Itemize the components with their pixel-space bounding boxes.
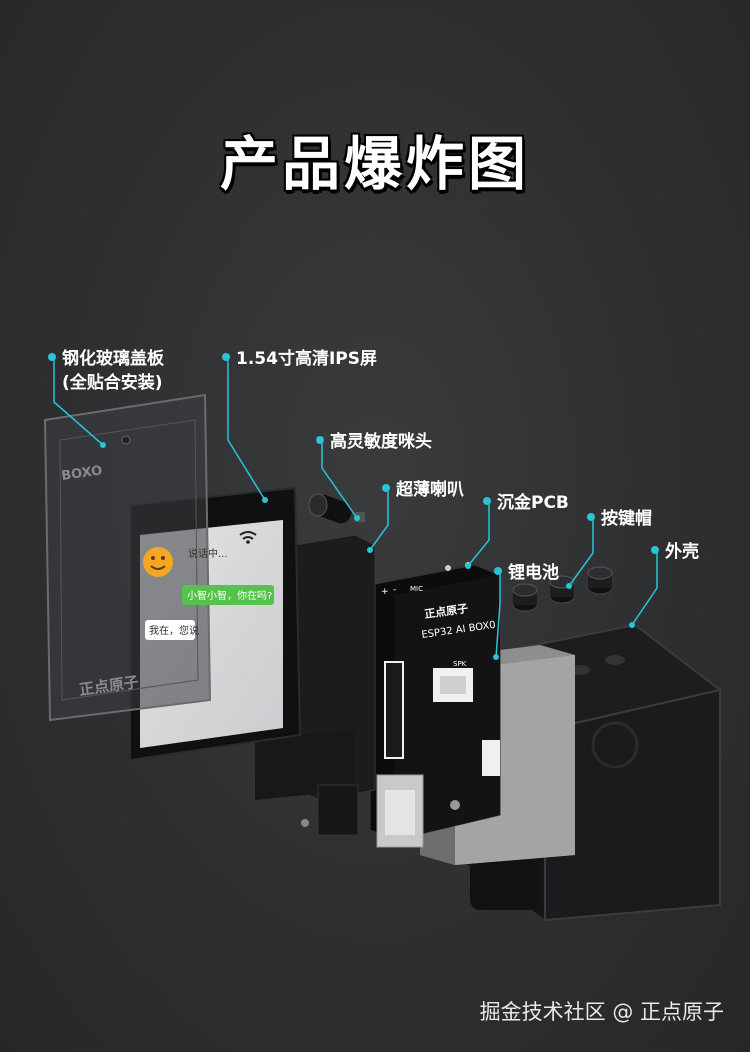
label-glass-sub: (全贴合安装) [62, 373, 163, 393]
label-pcb-text: 沉金PCB [497, 493, 569, 513]
pcb-part [369, 562, 501, 848]
label-dot-icon [382, 484, 390, 492]
label-shell: 外壳 [651, 537, 699, 562]
leader-lines [53, 355, 658, 658]
page-title: 产品爆炸图 [219, 129, 530, 198]
label-battery: 锂电池 [494, 558, 559, 583]
chat-bubble-bot: 我在，您说 [149, 624, 199, 637]
pcb-plus-text: + [381, 587, 389, 597]
label-speaker-text: 超薄喇叭 [396, 480, 464, 500]
label-dot-icon [651, 546, 659, 554]
label-mic: 高灵敏度咪头 [316, 427, 432, 452]
watermark: 掘金技术社区 @ 正点原子 [479, 1000, 724, 1024]
label-dot-icon [222, 353, 230, 361]
chat-bubble-user: 小智小智，你在吗? [187, 589, 272, 602]
label-buttons: 按键帽 [587, 504, 652, 529]
pcb-spk-text: SPK [453, 660, 467, 668]
label-screen-text: 1.54寸高清IPS屏 [236, 349, 377, 369]
label-screen: 1.54寸高清IPS屏 [222, 344, 377, 369]
pcb-minus-text: - [393, 585, 396, 595]
mic-part [308, 493, 365, 524]
pcb-mic-text: MIC [410, 585, 423, 593]
label-dot-icon [316, 436, 324, 444]
label-dot-icon [587, 513, 595, 521]
pcb-brand-text: 正点原子 [423, 601, 469, 621]
label-glass-cover: 钢化玻璃盖板 [48, 344, 164, 369]
label-pcb: 沉金PCB [483, 488, 569, 513]
label-dot-icon [494, 567, 502, 575]
leader-endpoints [100, 442, 635, 660]
glass-brand-text: BOXO [60, 463, 103, 484]
label-speaker: 超薄喇叭 [382, 475, 464, 500]
glass-cover [43, 393, 212, 722]
chat-status-text: 说话中... [188, 547, 228, 560]
label-dot-icon [483, 497, 491, 505]
chat-bubble-user-bg [182, 585, 274, 605]
label-mic-text: 高灵敏度咪头 [330, 432, 432, 452]
speaker-frame-part [255, 534, 376, 836]
wifi-icon [239, 531, 257, 544]
label-dot-icon [48, 353, 56, 361]
label-battery-text: 锂电池 [508, 563, 559, 583]
label-buttons-text: 按键帽 [601, 509, 652, 529]
emoji-face-icon [143, 547, 173, 577]
label-glass-text: 钢化玻璃盖板 [62, 349, 164, 369]
label-shell-text: 外壳 [665, 542, 699, 562]
chat-bubble-bot-bg [145, 620, 195, 640]
